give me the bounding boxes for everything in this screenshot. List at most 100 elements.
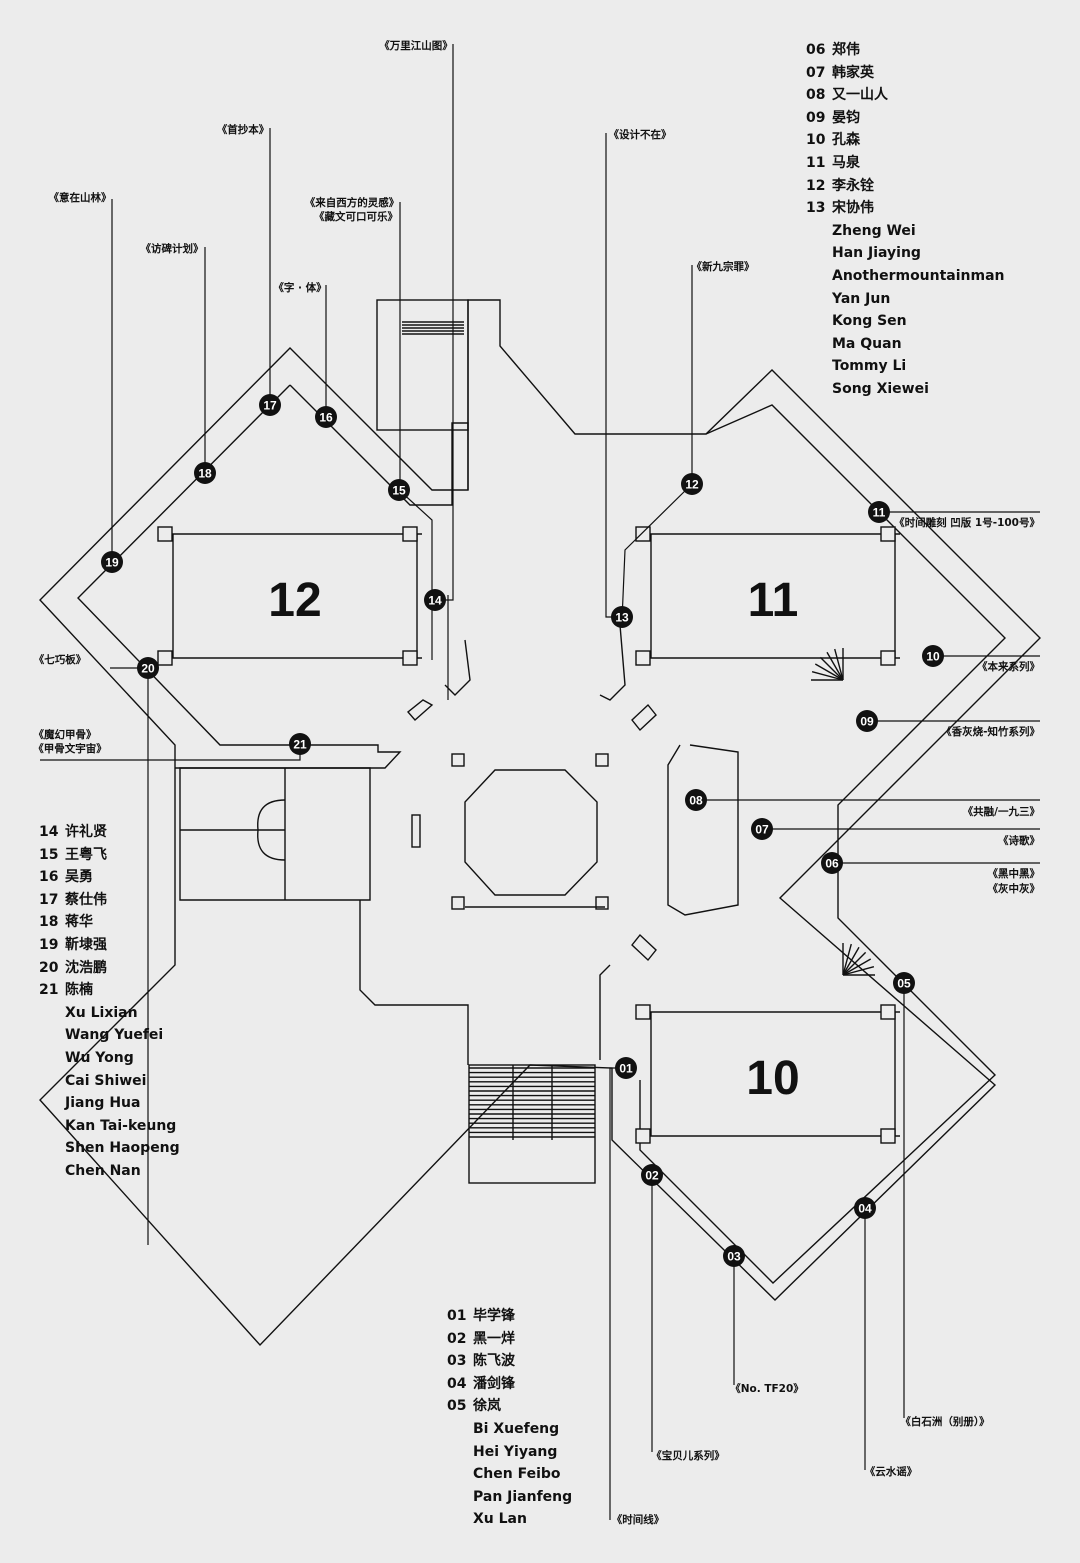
legend-artist-name-en: Ma Quan — [832, 335, 902, 352]
south-west-wall — [359, 900, 469, 1065]
inner-wall-east — [639, 404, 1006, 1284]
work-title-label: 《香灰烧-知竹系列》 — [941, 725, 1040, 738]
marker-disc — [615, 1057, 637, 1079]
partition — [599, 624, 626, 701]
booth-marker-02: 02 — [641, 1164, 663, 1186]
inner-wall-west-north — [289, 384, 469, 506]
marker-disc — [681, 473, 703, 495]
spiral-stair-step — [826, 651, 844, 681]
marker-number: 18 — [198, 467, 212, 481]
building-walls — [39, 299, 1041, 1347]
legend-artist-name-en: Tommy Li — [832, 358, 907, 375]
legend-artist-name-en: Zheng Wei — [832, 222, 916, 239]
work-title-label: 《访碑计划》 — [141, 242, 204, 255]
legend-number: 21 — [39, 982, 59, 999]
work-title-label: 《诗歌》 — [998, 834, 1040, 847]
hall-corner-post — [880, 1004, 896, 1020]
work-title-label: 《首抄本》 — [217, 123, 270, 136]
legend-artist-name-zh: 毕学锋 — [473, 1308, 515, 1324]
marker-disc — [868, 501, 890, 523]
legend-artist-name-zh: 马泉 — [832, 154, 860, 171]
legend-number: 07 — [806, 64, 826, 81]
legend-number: 02 — [447, 1330, 467, 1347]
marker-disc — [315, 406, 337, 428]
marker-number: 15 — [392, 484, 406, 498]
work-title-label: 《黑中黑》 — [988, 867, 1041, 880]
work-title-label: 《本来系列》 — [977, 660, 1040, 673]
legend-artist-name-en: Jiang Hua — [65, 1095, 141, 1112]
work-title-label: 《设计不在》 — [609, 128, 672, 141]
booth-marker-11: 11 — [868, 501, 890, 523]
hall-number-label: 11 — [748, 574, 799, 627]
spiral-stair-step — [814, 663, 844, 681]
marker-number: 19 — [105, 556, 119, 570]
legend-number: 17 — [39, 891, 59, 908]
booth-marker-19: 19 — [101, 551, 123, 573]
marker-number: 12 — [685, 478, 699, 492]
legend-artist-name-en: Pan Jianfeng — [473, 1488, 573, 1505]
legend-artist-name-en: Song Xiewei — [832, 380, 929, 397]
legend-number: 04 — [447, 1375, 467, 1392]
legend-artist-name-zh: 陈飞波 — [473, 1353, 515, 1370]
marker-disc — [289, 733, 311, 755]
marker-disc — [259, 394, 281, 416]
spiral-stair-step — [842, 966, 875, 976]
marker-number: 17 — [263, 399, 277, 413]
booth-marker-08: 08 — [685, 789, 707, 811]
column — [595, 753, 609, 767]
legend-number: 09 — [806, 109, 826, 126]
legend-artist-name-zh: 蒋华 — [65, 914, 93, 931]
marker-number: 07 — [755, 823, 769, 837]
marker-number: 09 — [860, 715, 874, 729]
legend-number: 16 — [39, 869, 59, 886]
marker-number: 01 — [619, 1062, 633, 1076]
booth-marker-14: 14 — [424, 589, 446, 611]
legend-number: 06 — [806, 42, 826, 58]
legend-artist-name-en: Bi Xuefeng — [473, 1420, 560, 1437]
legend-artist-name-zh: 韩家英 — [832, 64, 874, 81]
booth-marker-09: 09 — [856, 710, 878, 732]
hall-corner-post — [635, 650, 651, 666]
marker-number: 20 — [141, 662, 155, 676]
legend-artist-name-zh: 吴勇 — [65, 869, 93, 886]
hall-corner-post — [635, 1004, 651, 1020]
marker-number: 11 — [873, 506, 886, 520]
spiral-stair-step — [842, 943, 852, 976]
legend-artist-name-zh: 王粤飞 — [65, 846, 107, 863]
work-title-label: 《No. TF20》 — [730, 1382, 804, 1395]
legend-artist-name-en: Wang Yuefei — [65, 1027, 164, 1044]
outer-wall — [39, 299, 1041, 1347]
hall-corner-post — [635, 1128, 651, 1144]
hall-frames — [157, 526, 900, 1144]
marker-number: 10 — [926, 650, 940, 664]
leader-line — [398, 489, 433, 660]
marker-number: 13 — [615, 611, 629, 625]
booth-marker-17: 17 — [259, 394, 281, 416]
work-title-label: 《魔幻甲骨》 — [34, 728, 97, 741]
partition — [631, 703, 657, 732]
marker-disc — [685, 789, 707, 811]
work-title-label: 《宝贝儿系列》 — [651, 1449, 725, 1462]
legend-artist-name-zh: 靳埭强 — [65, 936, 107, 953]
leader-line — [605, 133, 622, 618]
legend-artist-name-en: Wu Yong — [65, 1049, 134, 1066]
leader-line — [621, 483, 693, 621]
booth-marker-04: 04 — [854, 1197, 876, 1219]
booth-marker-05: 05 — [893, 972, 915, 994]
booth-marker-12: 12 — [681, 473, 703, 495]
marker-number: 02 — [645, 1169, 659, 1183]
legend-artist-name-en: Cai Shiwei — [65, 1072, 147, 1089]
